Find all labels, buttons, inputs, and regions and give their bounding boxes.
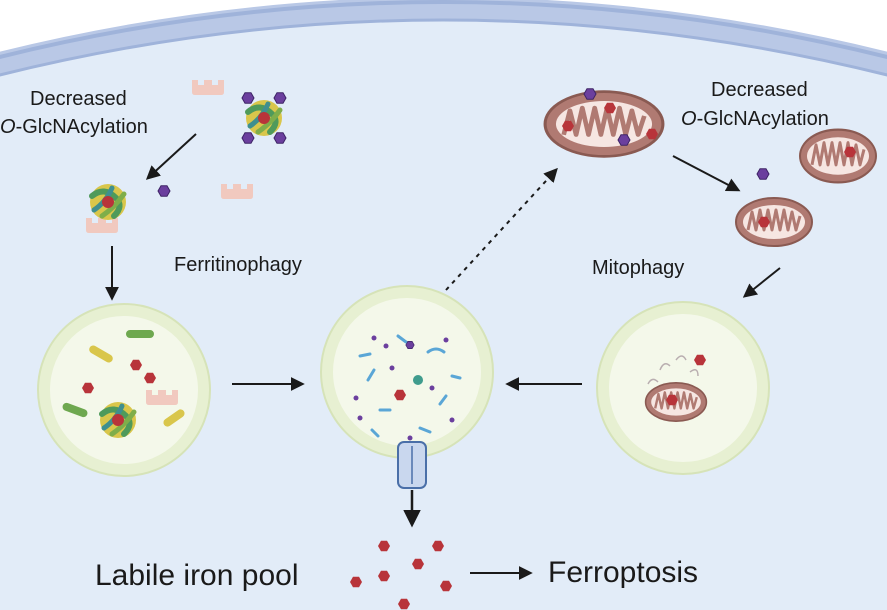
ferritin-top — [241, 92, 287, 144]
left-decreased-label: Decreased — [30, 88, 127, 110]
right-o-italic: O — [681, 108, 697, 130]
ncoa4-mid — [221, 184, 253, 199]
glcnac-right — [756, 168, 770, 180]
glcnac-free — [157, 185, 171, 197]
left-glcnacylation-text: -GlcNAcylation — [15, 116, 148, 138]
mitophagy-label: Mitophagy — [592, 257, 685, 279]
mitophagosome-right — [596, 301, 770, 475]
ferroptosis-label: Ferroptosis — [548, 556, 699, 589]
ncoa4-top — [192, 80, 224, 95]
ferritinophagy-label: Ferritinophagy — [174, 254, 302, 276]
autolysosome-center — [320, 285, 494, 489]
mitochondrion-right — [798, 127, 878, 185]
left-glcnacylation-label: O-GlcNAcylation — [0, 115, 148, 139]
right-glcnacylation-text: -GlcNAcylation — [696, 108, 829, 130]
left-o-italic: O — [0, 116, 16, 138]
labile-iron-pool-label: Labile iron pool — [95, 559, 299, 592]
autophagosome-left — [37, 303, 211, 477]
right-decreased-label: Decreased — [711, 79, 808, 101]
right-glcnacylation-label: O-GlcNAcylation — [681, 107, 829, 131]
mitochondrion-mid — [734, 196, 814, 248]
